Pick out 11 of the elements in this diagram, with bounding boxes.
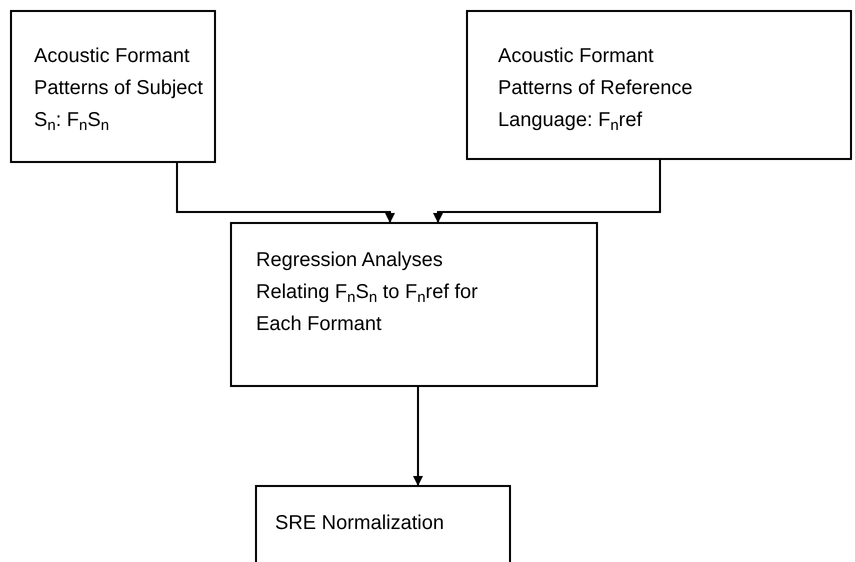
process-box [230,222,598,387]
box-text: Acoustic Formant Patterns of Subject S$_{n}$: F$_{n}$S$_{n}$ [34,44,204,136]
process-box [466,10,852,160]
arrow [413,387,423,486]
box-text: SRE Normalization [275,511,445,536]
box-text: Acoustic Formant Patterns of Reference Language: F$_{n}$ref [498,44,694,136]
arrow [433,160,661,223]
process-box [255,485,511,562]
arrow [176,163,395,223]
process-box [10,10,216,163]
box-text: Regression Analyses Relating F$_{n}$S$_{n}$ to F$_{n}$ref for Each Formant [256,248,479,337]
